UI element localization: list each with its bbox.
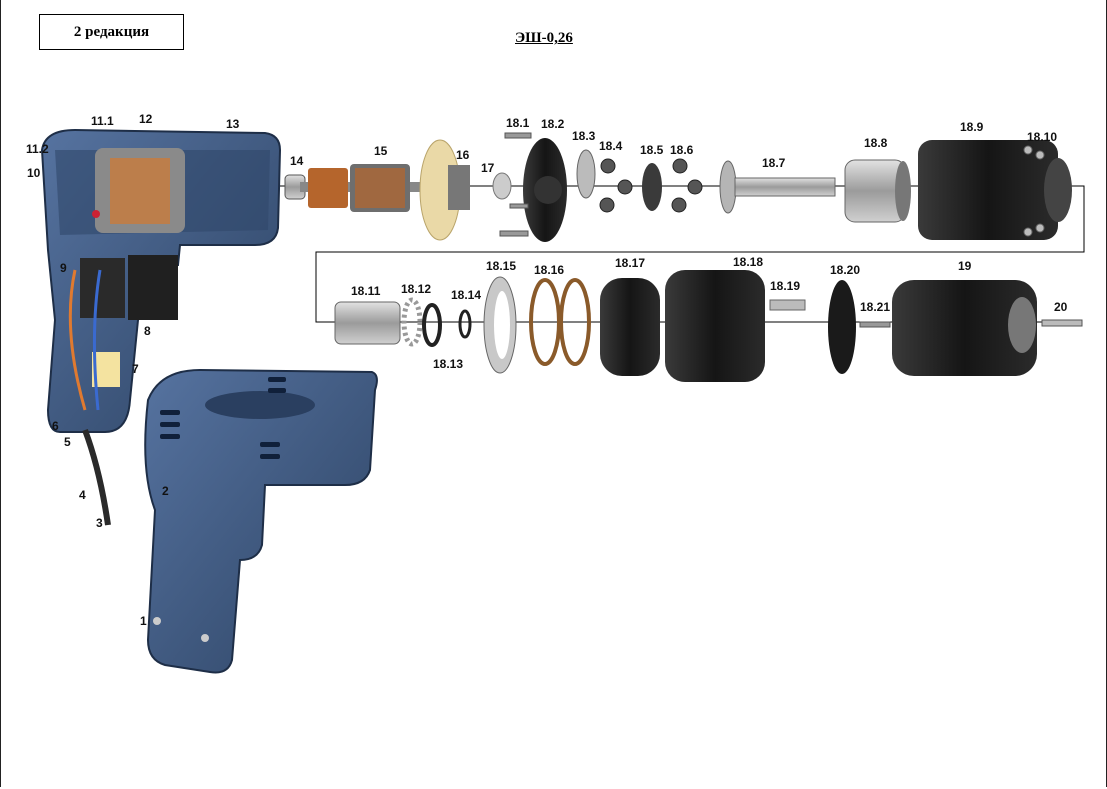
label-15: 15	[374, 144, 388, 158]
label-12: 12	[139, 112, 153, 126]
gearbox-18-9	[918, 140, 1072, 240]
label-18-19: 18.19	[770, 279, 800, 293]
ring-gear-18-8	[844, 159, 911, 223]
washer-17	[492, 172, 512, 200]
armature-15	[300, 164, 440, 212]
label-18-2: 18.2	[541, 117, 565, 131]
washer-18-3	[576, 149, 596, 199]
open-housing-half	[40, 128, 282, 526]
label-6: 6	[52, 419, 59, 433]
switch-8	[128, 255, 178, 320]
torque-collar-18-18	[665, 270, 765, 382]
label-18-12: 18.12	[401, 282, 431, 296]
label-18-11: 18.11	[351, 284, 381, 298]
carrier-18-5	[642, 163, 662, 211]
label-11-1: 11.1	[91, 114, 114, 128]
label-18-13: 18.13	[433, 357, 463, 371]
washer-18-15	[483, 276, 517, 374]
label-18-20: 18.20	[830, 263, 860, 277]
label-3: 3	[96, 516, 103, 530]
fan-16	[419, 139, 470, 241]
chuck-19	[892, 280, 1037, 376]
label-18-5: 18.5	[640, 143, 664, 157]
planet-gears-18-6	[671, 158, 703, 213]
screw-20	[1041, 319, 1083, 327]
planet-gears-18-4	[599, 158, 633, 213]
label-18-7: 18.7	[762, 156, 786, 170]
screws-18-1	[499, 132, 532, 237]
label-11-2: 11.2	[26, 142, 49, 156]
ring-18-14	[458, 309, 472, 339]
label-19: 19	[958, 259, 972, 273]
label-16: 16	[456, 148, 470, 162]
spindle-18-7	[719, 160, 836, 214]
label-18-17: 18.17	[615, 256, 645, 270]
label-18-1: 18.1	[506, 116, 530, 130]
label-8: 8	[144, 324, 151, 338]
label-10: 10	[27, 166, 41, 180]
label-18-10: 18.10	[1027, 130, 1057, 144]
label-14: 14	[290, 154, 304, 168]
spring-plate-18-19	[769, 299, 806, 311]
label-7: 7	[132, 362, 139, 376]
sleeve-18-11	[334, 301, 401, 345]
balls-18-10	[1023, 145, 1045, 237]
label-18-21: 18.21	[860, 300, 890, 314]
label-18-14: 18.14	[451, 288, 481, 302]
label-4: 4	[79, 488, 86, 502]
ring-18-17	[600, 278, 660, 376]
label-5: 5	[64, 435, 71, 449]
label-18-3: 18.3	[572, 129, 596, 143]
label-2: 2	[162, 484, 169, 498]
label-18-8: 18.8	[864, 136, 888, 150]
label-17: 17	[481, 161, 495, 175]
label-18-16: 18.16	[534, 263, 564, 277]
label-18-15: 18.15	[486, 259, 516, 273]
model-title: ЭШ-0,26	[515, 30, 573, 46]
label-18-6: 18.6	[670, 143, 694, 157]
ball-cage-18-12	[401, 297, 423, 347]
springs-18-16	[529, 278, 591, 366]
closed-housing-half	[144, 368, 378, 674]
label-18-4: 18.4	[599, 139, 623, 153]
gear-plate-18-2	[523, 138, 567, 242]
label-18-9: 18.9	[960, 120, 984, 134]
edition-label: 2 редакция	[39, 14, 184, 50]
power-cord	[82, 428, 111, 526]
label-1: 1	[140, 614, 147, 628]
label-20: 20	[1054, 300, 1068, 314]
washer-18-20	[828, 280, 856, 374]
label-9: 9	[60, 261, 67, 275]
screw-18-21	[859, 321, 891, 328]
ring-18-13	[422, 303, 442, 347]
label-13: 13	[226, 117, 240, 131]
part-labels: 1 2 3 4 5 6 7 8 9 10 11.1 11.2 12 13 14 …	[26, 112, 1068, 628]
label-18-18: 18.18	[733, 255, 763, 269]
